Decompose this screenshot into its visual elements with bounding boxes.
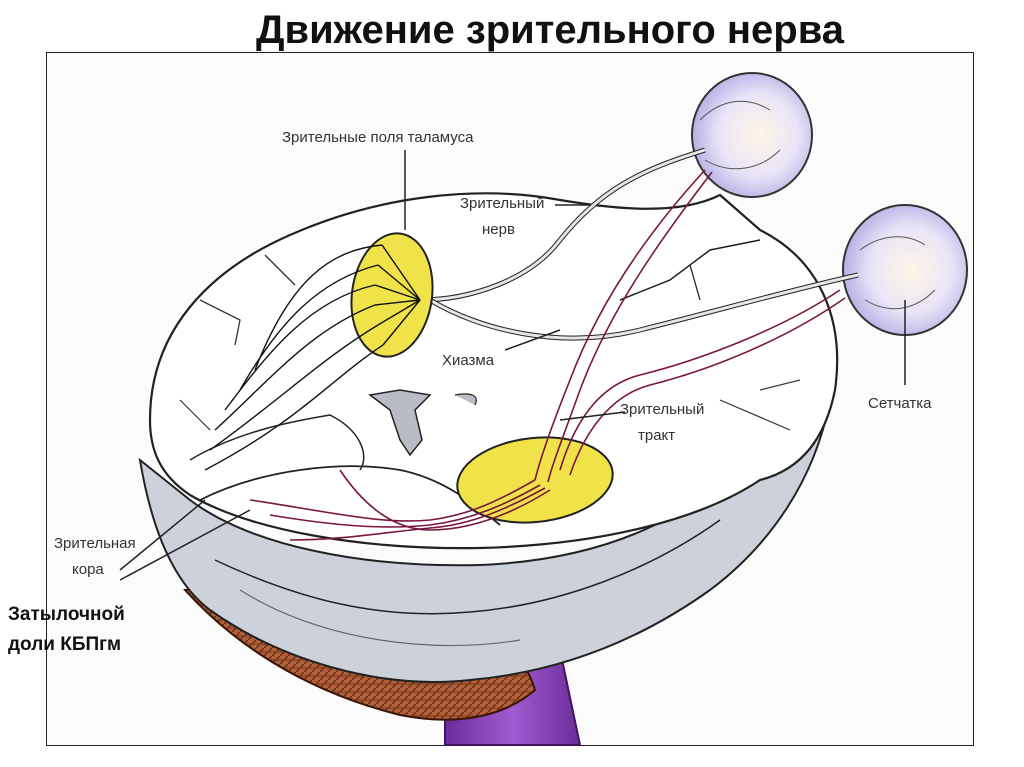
- side-note-line1: Затылочной: [8, 604, 125, 625]
- label-optic-nerve-2: нерв: [482, 221, 515, 238]
- thalamus-body-upper: [350, 232, 434, 358]
- label-visual-cortex-2: кора: [72, 561, 104, 578]
- label-retina: Сетчатка: [868, 395, 932, 412]
- side-note: Затылочной доли КБПгм: [8, 600, 125, 660]
- label-optic-nerve-1: Зрительный: [460, 195, 544, 212]
- label-visual-cortex-1: Зрительная: [54, 535, 136, 552]
- label-optic-tract-1: Зрительный: [620, 401, 704, 418]
- optic-tract-fibers: [249, 169, 846, 541]
- label-thalamus-fields: Зрительные поля таламуса: [282, 129, 474, 146]
- label-chiasm: Хиазма: [442, 352, 495, 369]
- third-ventricle: [368, 389, 432, 457]
- label-optic-tract-2: тракт: [638, 427, 675, 444]
- slide-title: Движение зрительного нерва: [255, 8, 845, 52]
- thalamus-fibers: [204, 244, 421, 471]
- eyeball-upper: [691, 72, 813, 198]
- cortex-underside: [138, 398, 832, 683]
- side-note-line2: доли КБПгм: [8, 634, 122, 655]
